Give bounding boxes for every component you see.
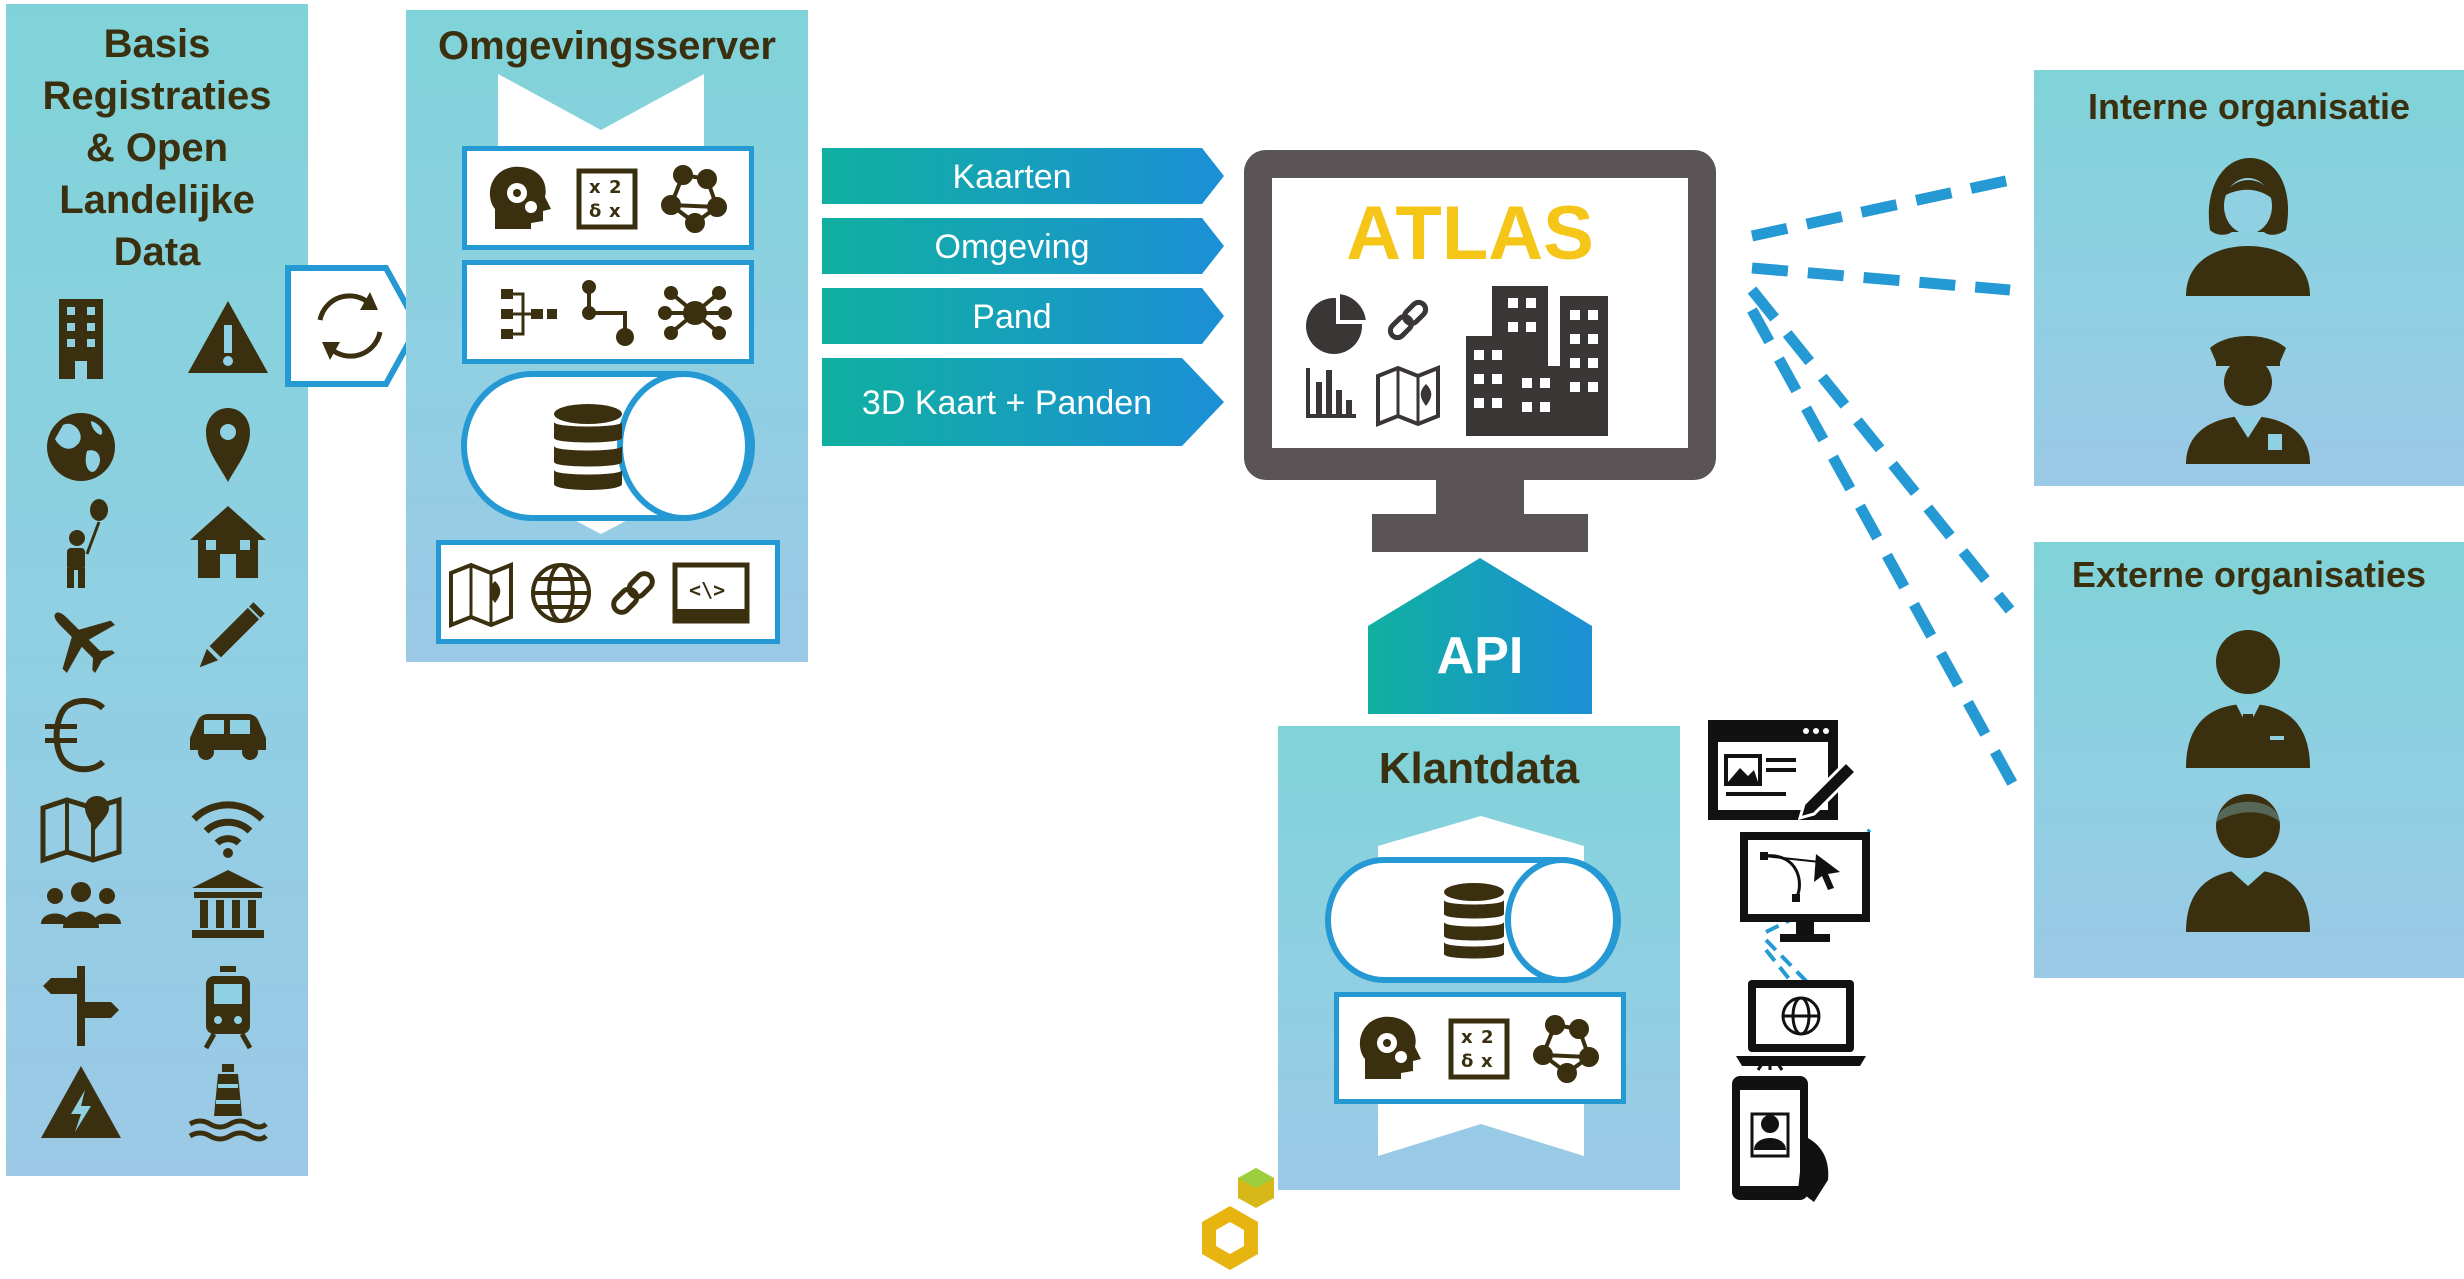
database-cylinder xyxy=(461,371,755,521)
omgevingsserver-panel: Omgevingsserver x 2 δ x xyxy=(406,10,808,662)
api-arrow xyxy=(1368,558,1592,714)
database-cylinder xyxy=(1325,857,1621,983)
interne-organisatie-panel: Interne organisatie xyxy=(2034,70,2464,486)
svg-text:x: x xyxy=(1461,1027,1473,1048)
klantdata-title: Klantdata xyxy=(1378,744,1580,793)
network-nodes-icon xyxy=(661,165,727,233)
smartphone-user-icon xyxy=(1732,1062,1829,1202)
basis-registraties-title: Basis Registraties & Open Landelijke Dat… xyxy=(6,18,308,278)
signpost-icon xyxy=(43,966,119,1046)
ai-tools-box: x 2 δ x xyxy=(462,146,754,250)
svg-text:x: x xyxy=(589,177,601,198)
woman-avatar-icon xyxy=(2186,158,2310,296)
code-window-icon: <\> xyxy=(672,562,750,624)
vector-design-icon xyxy=(1740,832,1870,942)
ai-tools-box: x 2 δ x xyxy=(1334,992,1626,1104)
laptop-globe-icon xyxy=(1736,980,1866,1066)
bar-chart-icon xyxy=(1306,368,1356,418)
svg-text:x: x xyxy=(609,201,621,222)
title-line: & Open xyxy=(85,126,229,170)
tram-icon xyxy=(203,966,253,1050)
wifi-icon xyxy=(191,801,265,858)
house-icon xyxy=(190,506,266,578)
klantdata-panel: Klantdata x 2 δ x xyxy=(1278,726,1680,1190)
link-icon xyxy=(1387,299,1429,341)
euro-icon xyxy=(45,698,106,773)
flow-arrow-3d xyxy=(822,358,1224,446)
output-box: <\> xyxy=(436,540,780,644)
api-label: API xyxy=(1436,627,1524,685)
externe-organisaties-title: Externe organisaties xyxy=(2071,554,2427,595)
flow-label-omgeving: Omgeving xyxy=(934,228,1090,266)
title-line: Basis xyxy=(103,22,211,66)
airplane-icon xyxy=(54,612,115,673)
flow-arrow-kaarten xyxy=(822,148,1224,204)
omgevingsserver-title: Omgevingsserver xyxy=(438,24,776,68)
database-icon xyxy=(1444,883,1504,959)
strategy-board-icon: x 2 δ x xyxy=(576,168,638,230)
up-chevron xyxy=(1378,816,1584,866)
flow-label-pand: Pand xyxy=(972,298,1052,336)
svg-text:<\>: <\> xyxy=(689,578,725,602)
svg-text:x: x xyxy=(1481,1051,1493,1072)
globe-icon xyxy=(47,413,115,481)
flow-label-kaarten: Kaarten xyxy=(952,158,1072,196)
lightning-warning-icon xyxy=(41,1066,121,1138)
workflow-box xyxy=(462,260,754,364)
people-icon xyxy=(41,882,121,928)
map-pin-icon xyxy=(40,796,122,864)
interne-organisatie-title: Interne organisatie xyxy=(2087,86,2411,127)
path-steps-icon xyxy=(582,280,634,346)
title-line: Landelijke xyxy=(59,178,255,222)
sync-arrow xyxy=(285,265,422,387)
title-line: Registraties xyxy=(42,74,272,118)
logo-cubes xyxy=(1202,1168,1274,1270)
map-drop-icon xyxy=(449,562,513,628)
warning-icon xyxy=(188,301,268,373)
location-pin-icon xyxy=(206,408,250,482)
svg-text:δ: δ xyxy=(1461,1051,1473,1072)
businessman-avatar-icon xyxy=(2186,630,2310,768)
pie-chart-icon xyxy=(1306,289,1371,354)
down-chevron xyxy=(498,74,704,164)
svg-text:2: 2 xyxy=(609,177,622,198)
car-icon xyxy=(190,714,266,760)
flow-label-3d-kaart: 3D Kaart + Panden xyxy=(861,384,1153,422)
building-icon xyxy=(59,299,103,379)
hub-network-icon xyxy=(658,286,732,340)
child-balloon-icon xyxy=(67,499,108,588)
brain-gear-icon xyxy=(1359,1016,1421,1079)
brain-gear-icon xyxy=(489,166,551,229)
flow-arrow-pand xyxy=(822,288,1224,344)
atlas-monitor xyxy=(1244,150,1716,552)
up-chevron-bottom xyxy=(1378,1096,1584,1156)
pencil-icon xyxy=(199,602,265,668)
title-line: Data xyxy=(113,230,201,274)
basis-registraties-panel: Basis Registraties & Open Landelijke Dat… xyxy=(6,4,308,1176)
link-icon xyxy=(611,571,655,615)
globe-outline-icon xyxy=(531,563,591,623)
flow-arrow-omgeving xyxy=(822,218,1224,274)
map-drop-icon xyxy=(1376,365,1440,427)
svg-text:2: 2 xyxy=(1481,1027,1494,1048)
network-nodes-icon xyxy=(1533,1015,1599,1083)
atlas-title: ATLAS xyxy=(1346,191,1594,276)
sync-icon xyxy=(317,292,383,360)
database-icon xyxy=(554,404,622,490)
externe-organisaties-panel: Externe organisaties xyxy=(2034,542,2464,978)
police-avatar-icon xyxy=(2186,336,2310,464)
city-buildings-icon xyxy=(1466,286,1608,436)
man-avatar-icon xyxy=(2186,794,2310,932)
svg-text:δ: δ xyxy=(589,201,601,222)
strategy-board-icon: x 2 δ x xyxy=(1448,1018,1510,1080)
bank-icon xyxy=(192,870,264,938)
lighthouse-icon xyxy=(188,1064,268,1142)
web-editor-icon xyxy=(1708,720,1859,821)
hierarchy-icon xyxy=(501,289,557,339)
